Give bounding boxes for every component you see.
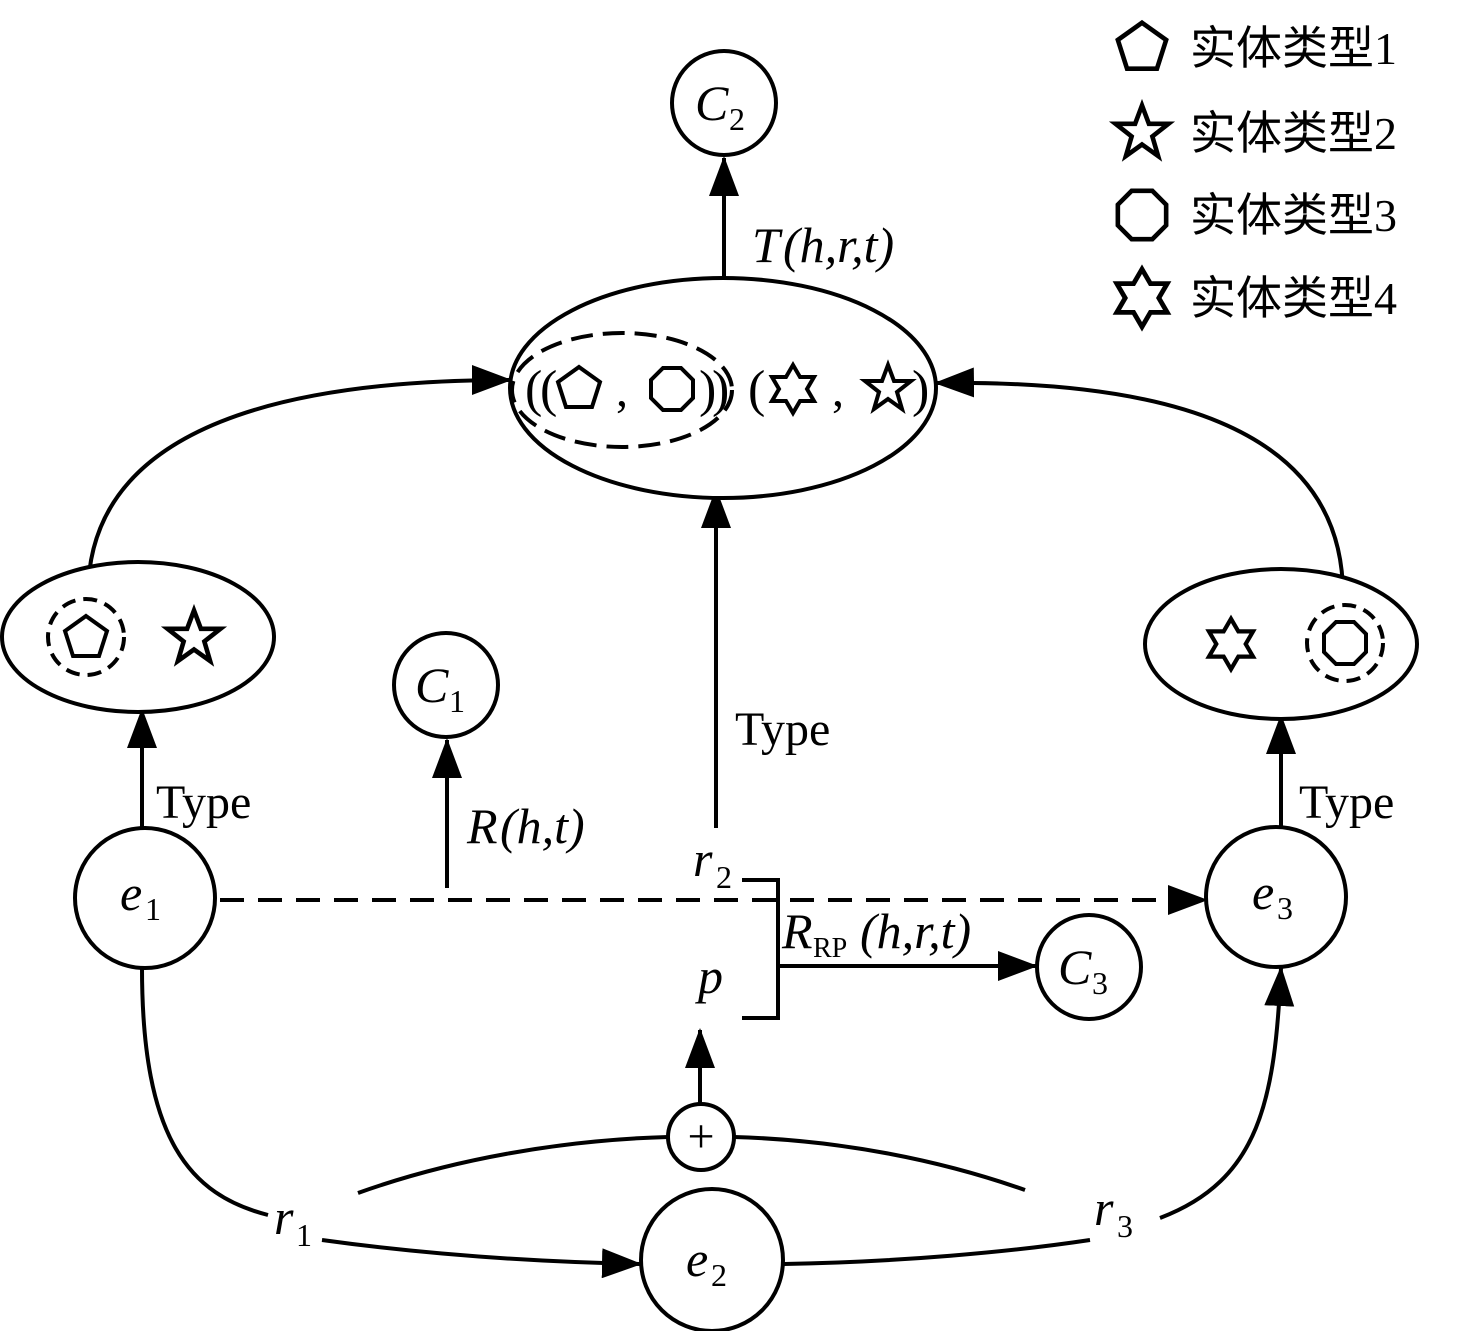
star5-icon <box>1116 105 1169 156</box>
pentagon-icon <box>1118 23 1166 69</box>
node-c1-sub: 1 <box>449 683 465 719</box>
node-e1-sub: 1 <box>145 891 161 927</box>
path-arc-left <box>357 1135 669 1195</box>
paren-close: ) <box>712 361 729 418</box>
rrp-args: (h,r,t) <box>860 903 971 959</box>
node-plus: + <box>666 1102 736 1172</box>
node-e1-types <box>0 560 276 714</box>
node-type-tuple <box>508 276 938 500</box>
legend-item-2: 实体类型2 <box>1116 105 1397 159</box>
r-args: (h,t) <box>500 798 585 854</box>
r1-sub: 1 <box>296 1217 312 1253</box>
paren-close: ) <box>699 361 716 418</box>
node-c3-sub: 3 <box>1092 965 1108 1001</box>
paren-open: ( <box>540 361 557 418</box>
node-c3-label: C <box>1058 939 1092 995</box>
comma: , <box>832 364 844 417</box>
node-c2-label: C <box>695 75 729 131</box>
label-t-hrt: T (h,r,t) <box>752 217 894 273</box>
r2-sub: 2 <box>716 859 732 895</box>
path-arc-right <box>733 1135 1026 1192</box>
edge-r1-to-e2 <box>321 1238 642 1279</box>
paren-open: ( <box>525 361 542 418</box>
type-label-left: Type <box>156 776 251 829</box>
legend-item-4: 实体类型4 <box>1117 269 1397 327</box>
node-e3: e 3 <box>1204 825 1348 969</box>
edge-r3-to-e3 <box>1159 966 1295 1220</box>
legend-label: 实体类型1 <box>1190 23 1397 74</box>
r3-sub: 3 <box>1117 1208 1133 1244</box>
node-e2-label: e <box>686 1231 708 1287</box>
legend-label: 实体类型3 <box>1190 190 1397 241</box>
star6-icon <box>1117 269 1167 327</box>
node-e1-label: e <box>120 865 142 921</box>
label-r1: r 1 <box>274 1189 312 1253</box>
r1-main: r <box>274 1189 294 1245</box>
node-c2: C 2 <box>670 49 778 157</box>
edge-right-types-to-tuple <box>934 367 1345 596</box>
legend-label: 实体类型2 <box>1190 108 1397 159</box>
node-c2-sub: 2 <box>729 101 745 137</box>
path-bracket <box>742 878 780 1020</box>
plus-label: + <box>687 1110 714 1163</box>
label-p: p <box>695 948 723 1004</box>
edge-e1-to-e2 <box>140 967 269 1217</box>
r-label: R <box>466 798 498 854</box>
comma: , <box>616 364 628 417</box>
paren-close: ) <box>912 361 929 418</box>
node-c1-label: C <box>415 657 449 713</box>
octagon-icon <box>1118 191 1166 239</box>
node-e1: e 1 <box>73 826 217 970</box>
legend-label: 实体类型4 <box>1190 273 1397 324</box>
r3-main: r <box>1094 1180 1114 1236</box>
label-rrp: R RP (h,r,t) <box>781 903 971 964</box>
paren-open: ( <box>748 361 765 418</box>
label-r2: r 2 <box>693 831 732 895</box>
legend-item-3: 实体类型3 <box>1118 190 1397 241</box>
t-label: T <box>752 217 783 273</box>
label-r3: r 3 <box>1094 1180 1133 1244</box>
t-args: (h,r,t) <box>783 217 894 273</box>
tuple-text: ( ( , ) ) ( , ) <box>525 361 929 418</box>
node-c3: C 3 <box>1035 913 1143 1021</box>
rrp-sub: RP <box>813 933 847 964</box>
r2-main: r <box>693 831 713 887</box>
node-e2: e 2 <box>639 1187 785 1331</box>
rrp-label: R <box>781 903 813 959</box>
legend: 实体类型1 实体类型2 实体类型3 实体类型4 <box>1116 23 1397 327</box>
edge-left-types-to-tuple <box>86 365 512 596</box>
node-e3-sub: 3 <box>1277 890 1293 926</box>
node-c1: C 1 <box>392 631 500 739</box>
legend-item-1: 实体类型1 <box>1118 23 1397 74</box>
node-e3-label: e <box>1252 864 1274 920</box>
type-label-right: Type <box>1299 776 1394 829</box>
edge-e2-to-r3 <box>783 1238 1091 1266</box>
label-r-ht: R (h,t) <box>466 798 585 854</box>
node-e2-sub: 2 <box>711 1257 727 1293</box>
node-e3-types <box>1143 567 1419 721</box>
type-label-mid: Type <box>735 703 830 756</box>
